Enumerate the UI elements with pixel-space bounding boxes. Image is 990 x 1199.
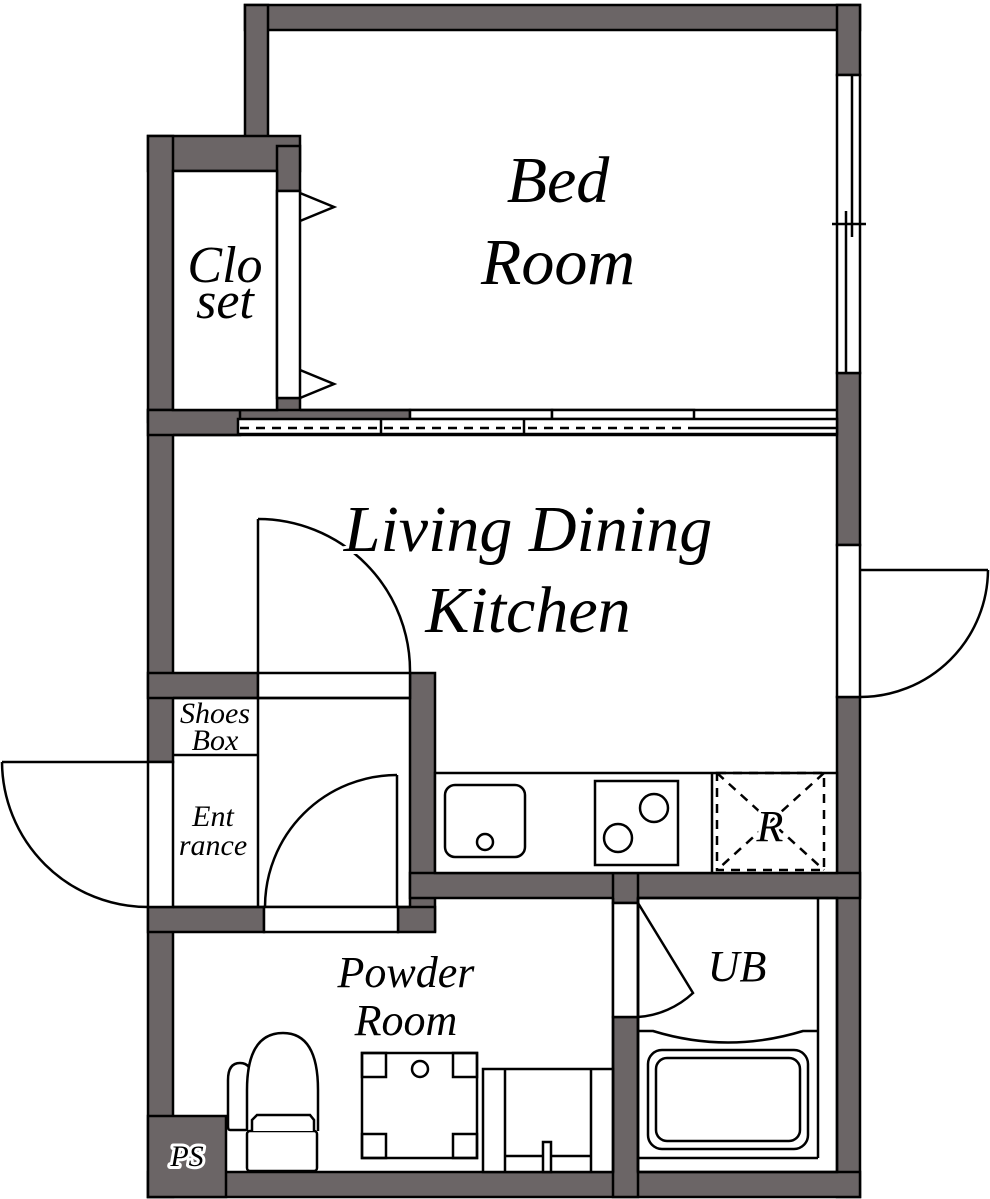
closet-label-line1: Clo [187, 237, 262, 294]
powder-room: Powder Room PS [166, 898, 615, 1176]
toilet-bowl [245, 1031, 320, 1131]
shoes-box-label-line2: Box [192, 724, 239, 757]
refrigerator-label: R [756, 802, 784, 851]
bathtub [646, 1048, 810, 1151]
sink [443, 783, 527, 859]
powder-room-label-line1: Powder [337, 948, 476, 997]
ldk-balcony-door [835, 543, 990, 699]
sliding-doors [173, 408, 839, 437]
entrance-label-line1: Ent [191, 800, 234, 833]
stove [593, 779, 680, 867]
bed-room-label-line1: Bed [507, 144, 611, 217]
closet: Clo set [171, 169, 338, 412]
hall-to-ldk-door [173, 517, 412, 907]
kitchen-counter: R [433, 771, 839, 875]
unit-bath-label: UB [708, 942, 767, 991]
unit-bath: UB [611, 896, 839, 1174]
closet-label-line2: set [196, 273, 255, 330]
bedroom-window [832, 73, 866, 375]
pipe-space-label: PS [169, 1140, 203, 1173]
washing-machine [360, 1051, 479, 1160]
refrigerator-space [715, 771, 826, 872]
walls [146, 3, 862, 1199]
entrance-area: Shoes Box Ent rance [0, 697, 410, 909]
powder-room-label-line2: Room [354, 996, 458, 1045]
ldk-label-line2: Kitchen [424, 574, 630, 647]
ldk-label-line1: Living Dining [343, 493, 713, 566]
powder-room-door [262, 773, 400, 934]
bed-room-label-line2: Room [480, 226, 635, 299]
shoes-box-label-line1: Shoes [180, 697, 250, 730]
entrance-label-line2: rance [179, 829, 247, 862]
